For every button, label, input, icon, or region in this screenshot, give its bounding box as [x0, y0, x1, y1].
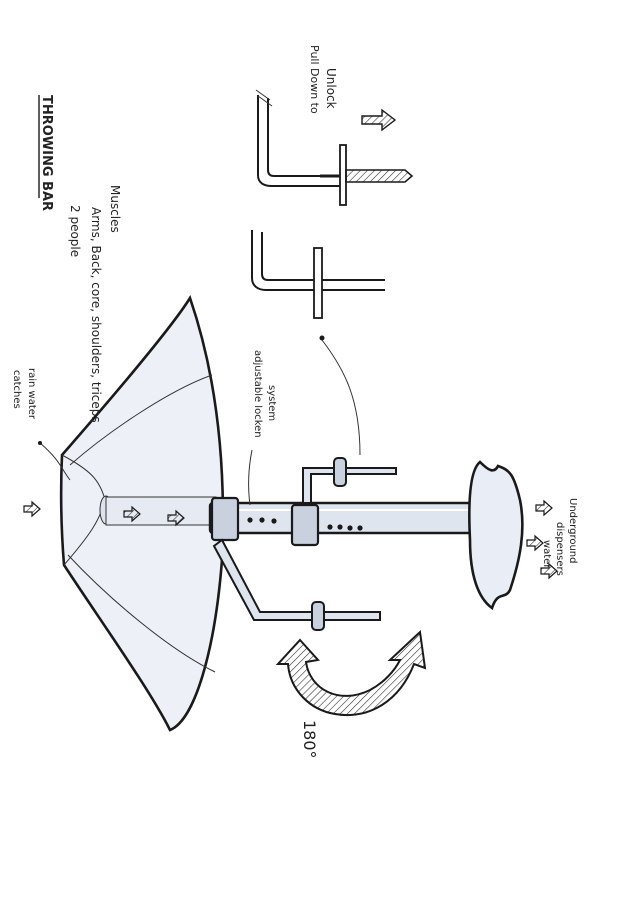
rotation-arrow-icon [275, 629, 427, 716]
bottom-handle [212, 538, 381, 631]
pull-down-note-line1: Pull Down to [308, 45, 321, 114]
ground-base [468, 460, 524, 611]
bullet-item-1: 2 people [68, 205, 82, 257]
top-handle [302, 457, 397, 504]
canopy-leader-line [39, 442, 71, 481]
water-note-line1: water [541, 540, 552, 569]
locking-note-line2: system [266, 385, 277, 421]
rain-note-line2: rain water [26, 368, 37, 420]
rotation-label: 180° [300, 720, 319, 759]
water-note-line3: Underground [567, 498, 578, 563]
bullet-item-2: Arms, Back, core, shoulders, triceps [89, 207, 103, 423]
main-pole [208, 496, 496, 547]
detail-leader-line [321, 339, 361, 456]
water-tube [105, 496, 217, 526]
lock-detail-sketch-2 [251, 230, 385, 341]
lock-detail-sketch-1 [255, 89, 414, 206]
down-arrow-icon [361, 108, 397, 132]
lock-leader-line [248, 449, 253, 506]
sketch-title: THROWING BAR [39, 95, 54, 211]
bullet-item-3: Muscles [108, 185, 122, 233]
rain-note-line1: catches [11, 370, 22, 409]
pull-down-note-line2: Unlock [324, 68, 338, 109]
locking-note-line1: adjustable locken [252, 350, 263, 438]
water-note-line2: dispensers [554, 522, 565, 576]
flow-arrow-icon [23, 499, 558, 580]
